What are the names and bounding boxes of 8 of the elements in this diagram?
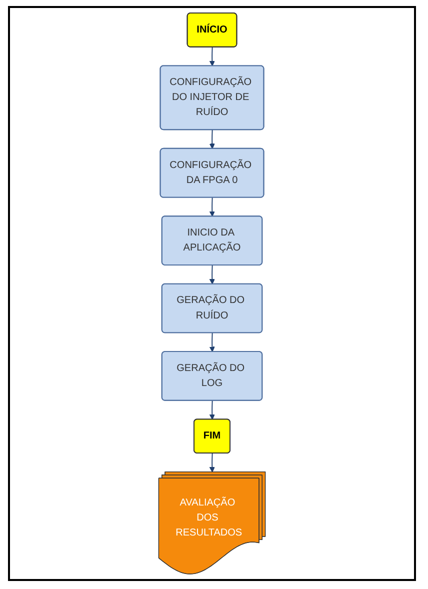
arrow [209, 46, 215, 66]
arrow [209, 197, 215, 217]
diagram-frame: INÍCIO CONFIGURAÇÃO DO INJETOR DE RUÍDO CONFIGURAÇÃO DA FPGA 0 INICIO DA APLICAÇÃO GERAÇÃO DO RUÍDO GERAÇÃO DO LOG FIM AVALIAÇÃO DOS RESULTADOS [8, 6, 416, 581]
arrow [209, 400, 215, 420]
arrow [209, 452, 215, 472]
arrow [209, 264, 215, 284]
arrow [209, 129, 215, 149]
arrow [209, 332, 215, 352]
